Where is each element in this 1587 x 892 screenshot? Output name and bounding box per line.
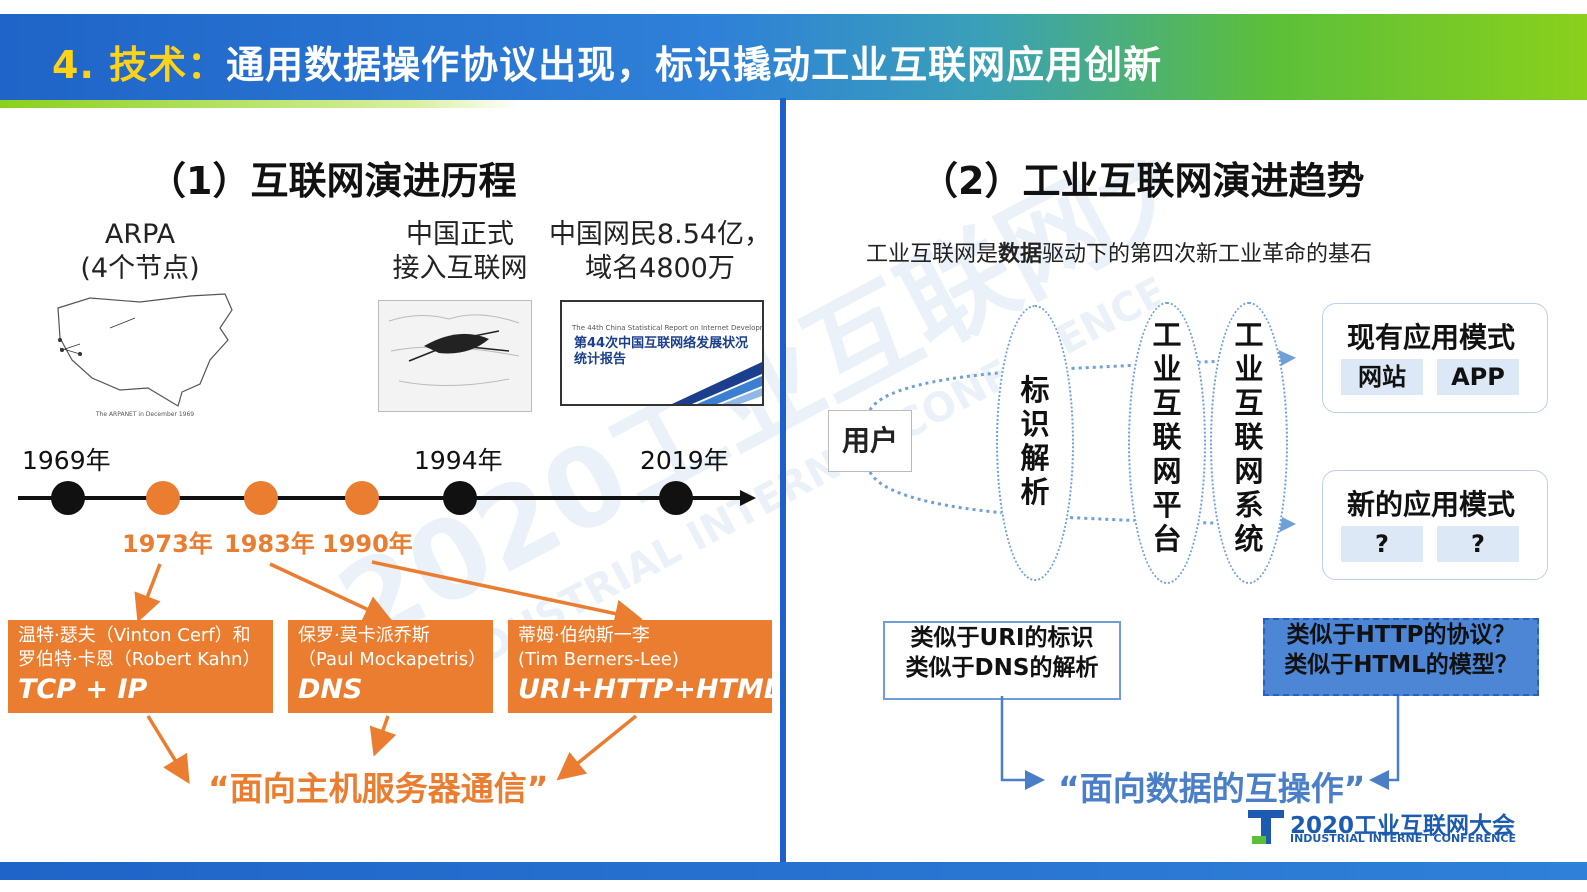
www-inventor-line-1: 蒂姆·伯纳斯一李: [518, 625, 650, 646]
app-chip: APP: [1437, 359, 1519, 395]
report-english-title: The 44th China Statistical Report on Int…: [572, 324, 764, 332]
dns-inventor-line-1: 保罗·莫卡派乔斯: [298, 625, 430, 646]
arpa-label-line-1: ARPA: [104, 219, 176, 250]
header-banner: [0, 14, 1587, 100]
china-access-label-line-2: 接入互联网: [392, 253, 528, 284]
industrial-internet-system-label: 工 业 互 联 网 系 统: [1234, 318, 1264, 556]
conference-logo-icon: [1248, 810, 1284, 844]
tcp-ip-inventors-line-1: 温特·瑟夫（Vinton Cerf）和: [18, 625, 251, 646]
unknown-chip-2: ?: [1437, 526, 1519, 562]
page-title: 4. 技术：通用数据操作协议出现，标识撬动工业互联网应用创新: [52, 34, 1162, 89]
header-accent-strip: [0, 100, 520, 108]
title-text: 通用数据操作协议出现，标识撬动工业互联网应用创新: [226, 43, 1163, 87]
uri-dns-analogy-box: 类似于URI的标识 类似于DNS的解析: [883, 621, 1121, 700]
timeline-dot-1973: [146, 481, 180, 515]
new-app-mode-box: 新的应用模式 ? ?: [1322, 470, 1548, 580]
year-1973: 1973年: [122, 530, 213, 558]
dns-inventor-line-2: （Paul Mockapetris）: [298, 649, 487, 670]
http-html-analogy-box: 类似于HTTP的协议？ 类似于HTML的模型？: [1263, 618, 1539, 696]
year-1969: 1969年: [22, 446, 111, 475]
timeline-dot-1983: [244, 481, 278, 515]
netizens-label: 中国网民8.54亿， 域名4800万: [545, 218, 775, 286]
timeline-dot-1969: [51, 481, 85, 515]
right-subtitle: 工业互联网是数据驱动下的第四次新工业革命的基石: [866, 242, 1373, 267]
title-keyword: 技术：: [109, 43, 227, 87]
www-protocol: URI+HTTP+HTML: [518, 674, 781, 705]
existing-app-mode-box: 现有应用模式 网站 APP: [1322, 303, 1548, 413]
website-chip: 网站: [1341, 359, 1423, 395]
html-analogy: 类似于HTML的模型？: [1284, 652, 1518, 678]
existing-app-mode-title: 现有应用模式: [1347, 321, 1516, 354]
year-1990: 1990年: [322, 530, 413, 558]
host-server-communication-quote: “面向主机服务器通信”: [208, 769, 549, 808]
arpanet-map-caption: The ARPANET in December 1969: [95, 411, 194, 418]
vertical-divider: [780, 98, 786, 862]
conference-logo-subtext: INDUSTRIAL INTERNET CONFERENCE: [1290, 832, 1516, 845]
year-2019: 2019年: [640, 446, 729, 475]
timeline-dot-2019: [659, 481, 693, 515]
data-interoperability-quote: “面向数据的互操作”: [1058, 769, 1366, 808]
left-section-title: （1）互联网演进历程: [148, 159, 517, 203]
unknown-chip-1: ?: [1341, 526, 1423, 562]
user-box: 用户: [828, 410, 912, 472]
timeline: [18, 481, 756, 515]
www-inventor-box: 蒂姆·伯纳斯一李 (Tim Berners-Lee) URI+HTTP+HTML: [508, 620, 781, 713]
arpa-label: ARPA (4个节点): [80, 218, 200, 286]
report-chinese-title: 第44次中国互联网络发展状况 统计报告: [574, 336, 749, 367]
china-access-label-line-1: 中国正式: [406, 219, 514, 250]
new-app-mode-title: 新的应用模式: [1347, 488, 1516, 521]
blue-connector-arrows: [1000, 696, 1400, 790]
timeline-dot-1994: [443, 481, 477, 515]
netizens-label-line-2: 域名4800万: [585, 253, 735, 284]
dns-protocol: DNS: [298, 674, 363, 705]
orange-connector-arrows: [134, 560, 643, 784]
industrial-internet-system-ellipse: 工 业 互 联 网 系 统: [1210, 302, 1288, 584]
china-access-label: 中国正式 接入互联网: [380, 218, 540, 286]
year-1983: 1983年: [224, 530, 315, 558]
tcp-ip-inventors-line-2: 罗伯特·卡恩（Robert Kahn）: [18, 649, 261, 670]
footer-band: [0, 862, 1587, 880]
netizens-label-line-1: 中国网民8.54亿，: [548, 219, 772, 250]
subtitle-keyword: 数据: [998, 242, 1043, 267]
timeline-arrowhead: [740, 490, 756, 506]
dns-analogy: 类似于DNS的解析: [905, 655, 1099, 681]
title-number: 4.: [52, 43, 95, 87]
arpa-label-line-2: (4个节点): [80, 253, 200, 284]
http-analogy: 类似于HTTP的协议？: [1286, 622, 1516, 648]
cnnic-report-cover-image: The 44th China Statistical Report on Int…: [560, 300, 764, 406]
tcp-ip-protocol: TCP + IP: [18, 674, 148, 705]
conference-logo-text: 2020工业互联网大会: [1290, 813, 1516, 839]
tcp-ip-inventors-box: 温特·瑟夫（Vinton Cerf）和 罗伯特·卡恩（Robert Kahn） …: [8, 620, 273, 713]
arpanet-map-image: The ARPANET in December 1969: [57, 293, 233, 418]
identifier-resolution-ellipse: 标 识 解 析: [996, 305, 1074, 581]
www-inventor-line-2: (Tim Berners-Lee): [518, 649, 679, 670]
industrial-internet-platform-label: 工 业 互 联 网 平 台: [1152, 318, 1182, 556]
world-connectivity-map-image: [378, 300, 532, 412]
identifier-resolution-label: 标 识 解 析: [1020, 373, 1050, 509]
year-1994: 1994年: [414, 446, 503, 475]
right-section-title: （2）工业互联网演进趋势: [920, 159, 1365, 203]
uri-analogy: 类似于URI的标识: [910, 625, 1094, 651]
industrial-internet-platform-ellipse: 工 业 互 联 网 平 台: [1128, 302, 1206, 584]
timeline-dot-1990: [345, 481, 379, 515]
dns-inventor-box: 保罗·莫卡派乔斯 （Paul Mockapetris） DNS: [288, 620, 493, 713]
